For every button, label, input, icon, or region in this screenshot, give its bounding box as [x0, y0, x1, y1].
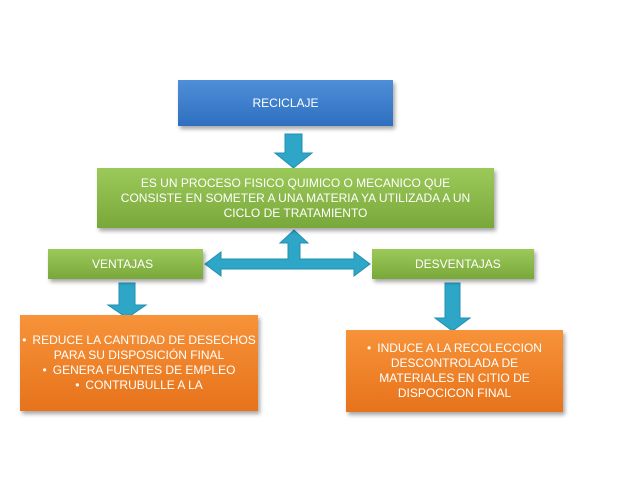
- list-item: •CONTRUBULLE A LA: [75, 378, 203, 392]
- desventajas-box: DESVENTAJAS: [372, 249, 534, 279]
- list-item: •INDUCE A LA RECOLECCION DESCONTROLADA D…: [367, 341, 542, 400]
- bullet-icon: •: [22, 333, 27, 347]
- definition-box: ES UN PROCESO FISICO QUIMICO O MECANICO …: [97, 168, 494, 228]
- bullet-icon: •: [75, 378, 80, 392]
- arrow-branch-double: [204, 229, 371, 277]
- arrow-down-ventajas: [106, 282, 148, 319]
- desventajas-label: DESVENTAJAS: [415, 256, 501, 271]
- desventajas-list-box: •INDUCE A LA RECOLECCION DESCONTROLADA D…: [346, 330, 563, 412]
- arrow-down-title-to-definition: [273, 133, 314, 169]
- ventajas-label: VENTAJAS: [92, 256, 154, 271]
- arrow-down-desventajas: [433, 282, 472, 332]
- ventajas-list: •REDUCE LA CANTIDAD DE DESECHOS PARA SU …: [20, 333, 258, 393]
- desventajas-list: •INDUCE A LA RECOLECCION DESCONTROLADA D…: [346, 341, 563, 401]
- title-box: RECICLAJE: [178, 80, 393, 126]
- title-text: RECICLAJE: [252, 95, 319, 110]
- definition-text: ES UN PROCESO FISICO QUIMICO O MECANICO …: [120, 175, 471, 220]
- ventajas-list-box: •REDUCE LA CANTIDAD DE DESECHOS PARA SU …: [20, 315, 258, 411]
- bullet-icon: •: [42, 363, 47, 377]
- ventajas-box: VENTAJAS: [48, 249, 203, 279]
- list-item: •GENERA FUENTES DE EMPLEO: [42, 363, 236, 377]
- bullet-icon: •: [367, 341, 372, 355]
- list-item: •REDUCE LA CANTIDAD DE DESECHOS PARA SU …: [22, 333, 256, 362]
